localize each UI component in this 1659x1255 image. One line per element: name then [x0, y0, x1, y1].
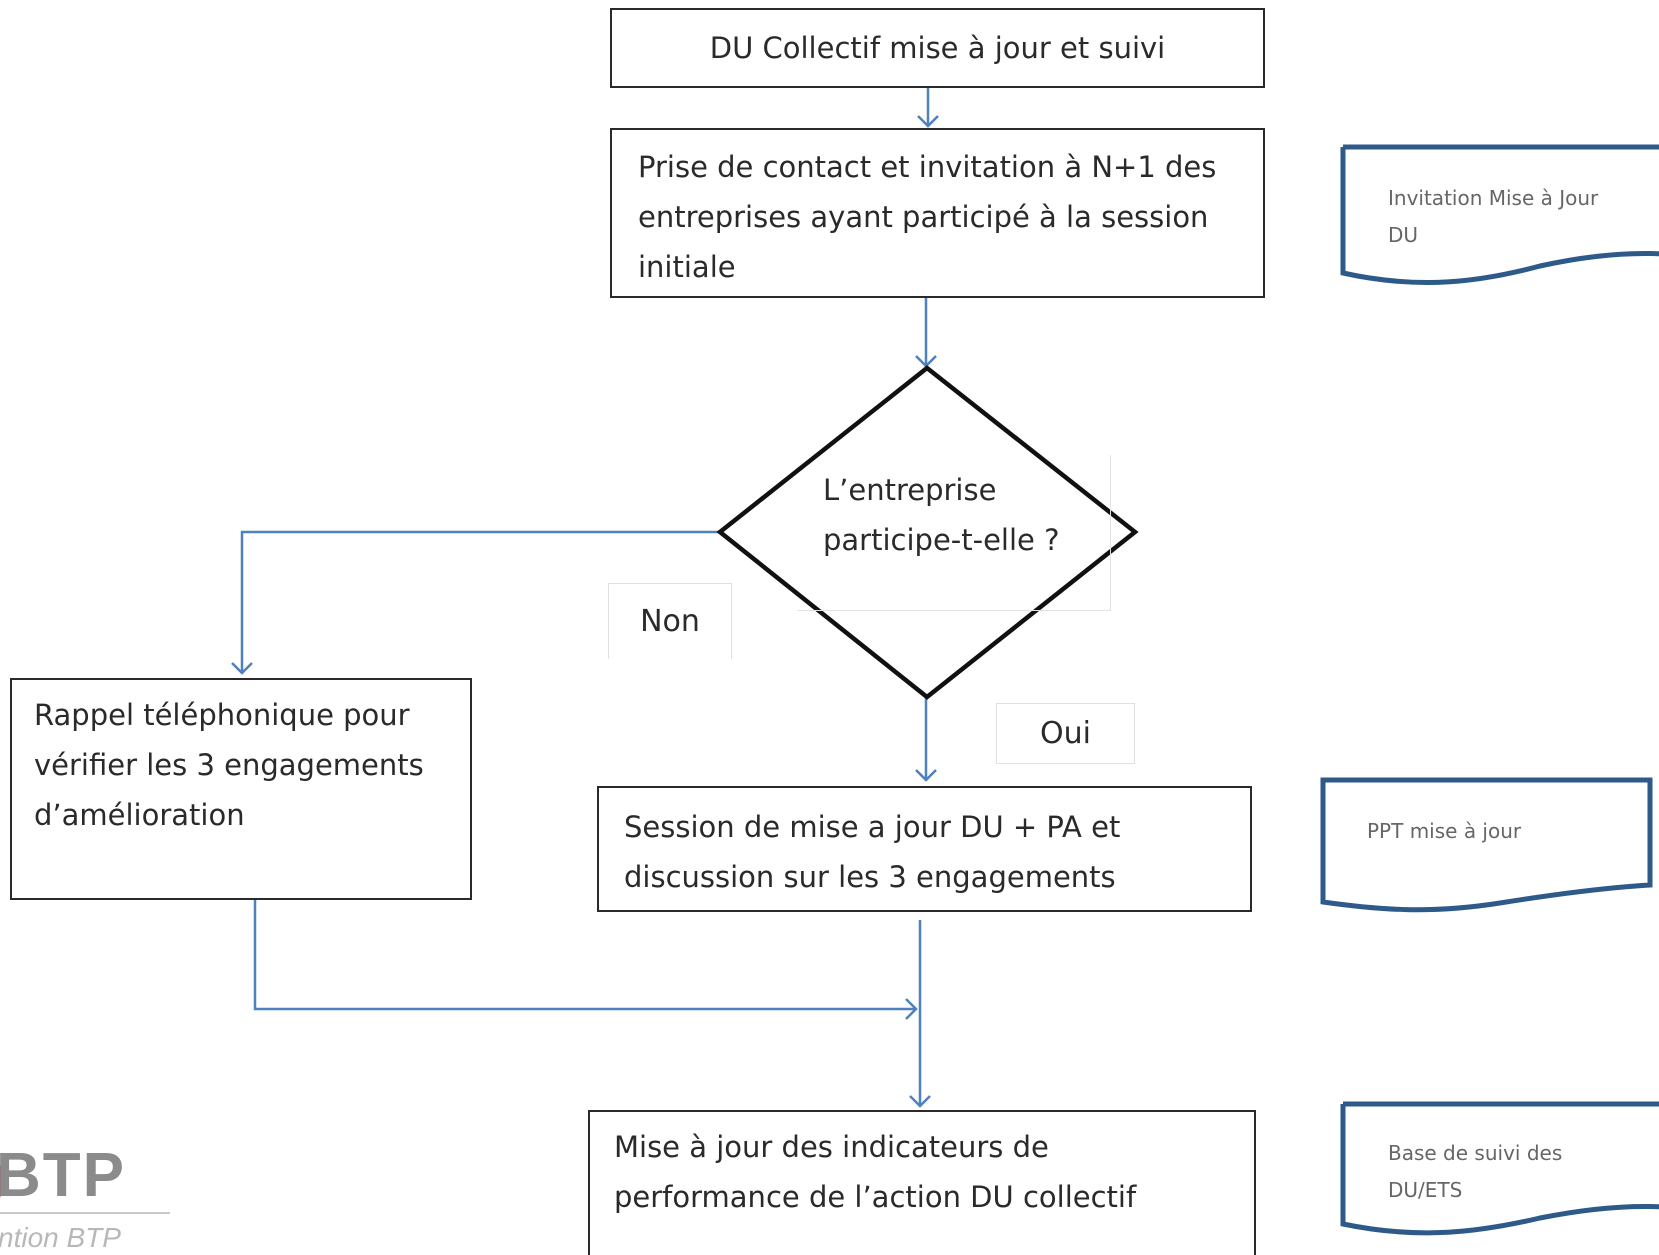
document-shape-ppt	[1320, 777, 1653, 913]
document-base-line-2: DU/ETS	[1388, 1178, 1463, 1202]
start-box-text: DU Collectif mise à jour et suivi	[709, 31, 1166, 65]
document-invitation-line-2: DU	[1388, 223, 1419, 247]
decision-text-frame	[797, 455, 1111, 611]
document-invitation-line-1: Invitation Mise à Jour	[1388, 186, 1599, 210]
logo-rule	[0, 1212, 170, 1214]
contact-box-line-3: initiale	[638, 250, 736, 284]
connector-decision-non-to-rappel	[231, 530, 720, 675]
session-box-line-2: discussion sur les 3 engagements	[624, 860, 1116, 894]
decision-text: L’entreprise participe-t-elle ?	[823, 465, 1060, 565]
logo-tagline: ntion BTP	[0, 1222, 121, 1253]
decision-line-1: L’entreprise	[823, 473, 997, 507]
connector-rappel-to-merge	[253, 900, 918, 1020]
company-logo: BTP ntion BTP	[0, 1140, 170, 1253]
session-box: Session de mise a jour DU + PA et discus…	[597, 786, 1252, 912]
logo-accent-mark	[0, 1158, 6, 1204]
session-box-line-1: Session de mise a jour DU + PA et	[624, 810, 1121, 844]
rappel-box-line-2: vérifier les 3 engagements	[34, 748, 424, 782]
decision-line-2: participe-t-elle ?	[823, 523, 1060, 557]
document-ppt-text: PPT mise à jour	[1367, 813, 1521, 850]
label-non: Non	[608, 583, 732, 659]
document-base-text: Base de suivi des DU/ETS	[1388, 1135, 1562, 1209]
decision-diamond	[716, 365, 1139, 700]
label-non-text: Non	[640, 604, 700, 639]
indicators-box-line-1: Mise à jour des indicateurs de	[614, 1130, 1049, 1164]
start-box: DU Collectif mise à jour et suivi	[610, 8, 1265, 88]
document-invitation-text: Invitation Mise à Jour DU	[1388, 180, 1598, 254]
document-base-line-1: Base de suivi des	[1388, 1141, 1563, 1165]
rappel-box-line-3: d’amélioration	[34, 798, 245, 832]
label-oui: Oui	[996, 703, 1135, 764]
logo-brand-text: BTP	[0, 1141, 126, 1210]
contact-box-line-2: entreprises ayant participé à la session	[638, 200, 1209, 234]
rappel-box-line-1: Rappel téléphonique pour	[34, 698, 410, 732]
document-shape-base	[1340, 1101, 1659, 1236]
indicators-box: Mise à jour des indicateurs de performan…	[588, 1110, 1256, 1255]
label-oui-text: Oui	[1040, 716, 1091, 751]
contact-box-line-1: Prise de contact et invitation à N+1 des	[638, 150, 1217, 184]
document-shape-invitation	[1340, 144, 1659, 285]
indicators-box-line-2: performance de l’action DU collectif	[614, 1180, 1137, 1214]
contact-box: Prise de contact et invitation à N+1 des…	[610, 128, 1265, 298]
document-ppt-line-1: PPT mise à jour	[1367, 819, 1522, 843]
rappel-box: Rappel téléphonique pour vérifier les 3 …	[10, 678, 472, 900]
